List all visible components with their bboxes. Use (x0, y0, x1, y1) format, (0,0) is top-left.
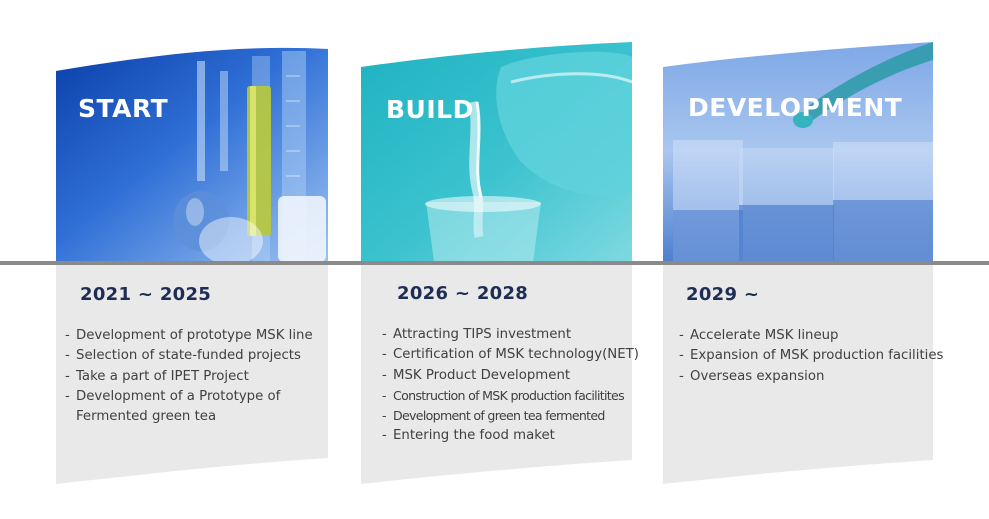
stage-build: BUILD 2026 ~ 2028 Attracting TIPS invest… (361, 42, 639, 486)
list-item: Expansion of MSK production facilities (679, 346, 943, 367)
stage-period: 2029 ~ (686, 284, 760, 305)
list-item: Fermented green tea (76, 409, 217, 425)
stage-items: Accelerate MSK lineup Expansion of MSK p… (679, 326, 943, 387)
list-item: Take a part of IPET Project (65, 367, 313, 388)
stage-start: START 2021 ~ 2025 Development of prototy… (56, 46, 328, 486)
list-item: Development of prototype MSK line (65, 326, 313, 347)
list-item: Accelerate MSK lineup (679, 326, 943, 347)
list-item: Selection of state-funded projects (65, 346, 313, 367)
list-item: Development of green tea fermented (382, 406, 639, 427)
development-card-background (663, 42, 933, 484)
lab-flasks-icon (56, 47, 328, 263)
pipette-glassware-icon (663, 42, 933, 262)
list-item: Entering the food maket (382, 426, 639, 447)
timeline-divider (0, 261, 989, 265)
water-pouring-icon (361, 42, 632, 262)
list-item: Overseas expansion (679, 367, 943, 388)
start-card-background (56, 47, 328, 484)
list-item: Certification of MSK technology(NET) (382, 345, 639, 366)
stage-title: DEVELOPMENT (688, 93, 903, 122)
stage-title: START (78, 94, 169, 123)
list-item: Development of a Prototype of (65, 387, 313, 408)
list-item: Construction of MSK production facilitit… (382, 386, 639, 407)
list-item: MSK Product Development (382, 366, 639, 387)
list-item: Attracting TIPS investment (382, 325, 639, 346)
stage-items: Development of prototype MSK line Select… (65, 326, 313, 427)
stage-title: BUILD (386, 95, 474, 124)
stage-period: 2026 ~ 2028 (397, 283, 529, 304)
stage-items: Attracting TIPS investment Certification… (382, 325, 639, 447)
stage-development: DEVELOPMENT 2029 ~ Accelerate MSK lineup… (663, 40, 943, 486)
stage-period: 2021 ~ 2025 (80, 284, 212, 305)
